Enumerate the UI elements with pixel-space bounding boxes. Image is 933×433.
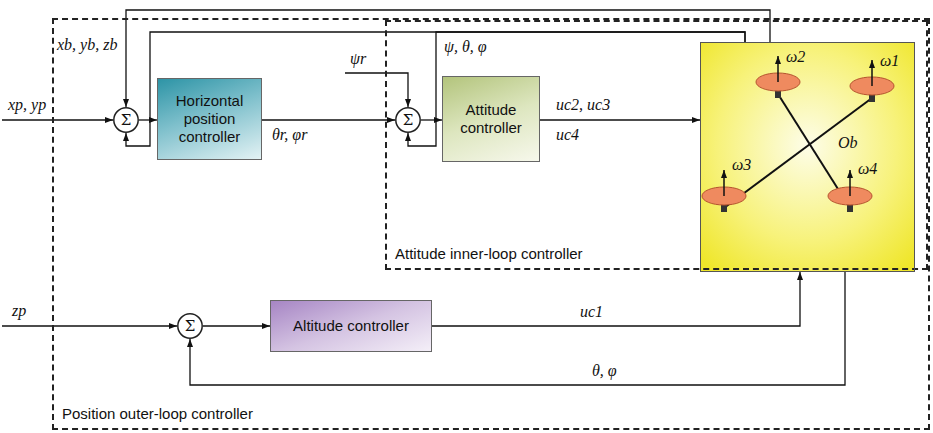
- block-label: Attitude controller: [449, 101, 533, 137]
- signal-label: θr, φr: [272, 126, 307, 144]
- sum-symbol: Σ: [403, 113, 414, 128]
- sum-symbol: Σ: [121, 113, 132, 128]
- signal-connector: [190, 272, 845, 385]
- signal-connector: [540, 119, 700, 120]
- signal-label: uc1: [580, 303, 603, 321]
- signal-label: xb, yb, zb: [57, 36, 117, 54]
- input-wire: [345, 73, 408, 107]
- signal-connector: [432, 272, 800, 326]
- rotor-arrow: [777, 56, 779, 82]
- signal-connector: [203, 325, 270, 326]
- signal-connector: [139, 119, 157, 120]
- input-wire: [2, 325, 177, 326]
- junction-circle: [178, 314, 202, 338]
- rotor-label: Ob: [838, 134, 858, 152]
- controller-block: Attitude controller: [442, 76, 540, 162]
- controller-block: Altitude controller: [270, 300, 432, 352]
- block-label: Horizontal position controller: [164, 92, 255, 146]
- signal-label: θ, φ: [592, 362, 617, 380]
- signal-label: uc4: [556, 126, 579, 144]
- rotor-label: ω1: [880, 52, 899, 70]
- signal-label: zp: [12, 302, 26, 320]
- signal-connector: [262, 119, 395, 120]
- controller-block: Horizontal position controller: [157, 78, 262, 160]
- signal-label: ψ, θ, φ: [444, 38, 487, 56]
- rotor-arrow: [723, 170, 725, 196]
- quadrotor-ground: [700, 42, 915, 272]
- signal-label: ψr: [350, 50, 366, 68]
- signal-label: uc2, uc3: [556, 96, 610, 114]
- rotor-arrow: [871, 60, 873, 86]
- rotor-label: ω3: [732, 156, 751, 174]
- summing-junction: Σ: [177, 313, 203, 339]
- junction-circle: [114, 108, 138, 132]
- rotor-arrow: [849, 170, 851, 196]
- junction-circle: [396, 108, 420, 132]
- input-wire: [2, 119, 113, 120]
- rotor-label: ω4: [858, 160, 877, 178]
- quadrotor-arm: [724, 98, 872, 208]
- control-region: Position outer-loop controller Attitude i…: [52, 18, 930, 430]
- summing-junction: Σ: [395, 107, 421, 133]
- region-label: Position outer-loop controller: [62, 405, 253, 423]
- signal-label: xp, yp: [8, 96, 46, 114]
- sum-symbol: Σ: [185, 319, 196, 334]
- signal-connector: [421, 119, 442, 120]
- summing-junction: Σ: [113, 107, 139, 133]
- region-label: Attitude inner-loop controller: [395, 245, 583, 263]
- control-region: Attitude inner-loop controller Σ Attitude …: [385, 20, 928, 270]
- block-label: Altitude controller: [293, 317, 409, 335]
- quadrotor-box: ω1 ω2 ω3 ω4Ob: [700, 42, 915, 272]
- rotor-label: ω2: [786, 48, 805, 66]
